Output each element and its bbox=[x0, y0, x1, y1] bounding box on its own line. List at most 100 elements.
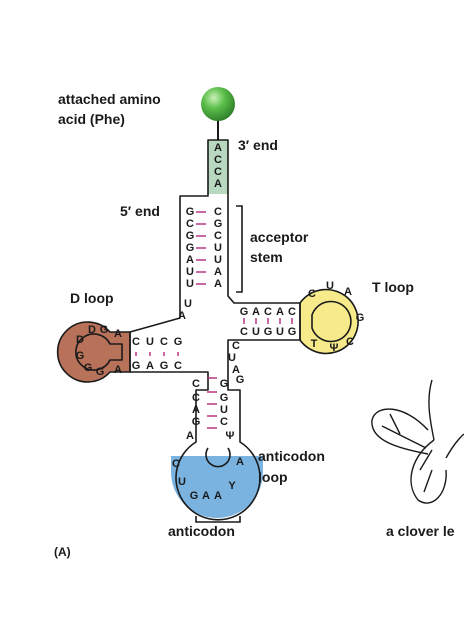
amino-acid-label-line2: acid (Phe) bbox=[58, 111, 125, 127]
amino-acid-ball bbox=[201, 87, 235, 121]
nucleotide-linker-left-1: A bbox=[178, 310, 186, 322]
nucleotide-anticodon-loop-6: A bbox=[236, 456, 244, 468]
t-stem-pairs bbox=[243, 318, 293, 324]
nucleotide-acceptor-right-0: C bbox=[214, 206, 222, 218]
nucleotide-acceptor-right-6: A bbox=[214, 278, 222, 290]
nucleotide-acceptor-left-6: U bbox=[186, 278, 194, 290]
nucleotide-acceptor-left-4: A bbox=[186, 254, 194, 266]
anticodon-loop-inner-outline bbox=[205, 447, 231, 468]
nucleotide-anticodon-loop-1: U bbox=[178, 476, 186, 488]
nucleotide-d-stem-bottom-3: C bbox=[174, 360, 182, 372]
nucleotide-t-stem-top-2: C bbox=[264, 306, 272, 318]
nucleotide-d-loop-0: A bbox=[114, 328, 122, 340]
nucleotide-t-loop-3: G bbox=[356, 312, 365, 324]
nucleotide-anticodon-stem-left-3: G bbox=[192, 416, 201, 428]
nucleotide-t-loop-1: U bbox=[326, 280, 334, 292]
nucleotide-acceptor-3prime-tail-2: C bbox=[214, 166, 222, 178]
anticodon-bracket bbox=[195, 516, 241, 523]
nucleotide-acceptor-left-2: G bbox=[186, 230, 195, 242]
t-loop-label: T loop bbox=[372, 279, 414, 295]
nucleotide-acceptor-left-5: U bbox=[186, 266, 194, 278]
nucleotide-d-loop-6: G bbox=[96, 366, 105, 378]
acceptor-stem-label-line2: stem bbox=[250, 249, 283, 265]
nucleotide-t-stem-bottom-2: G bbox=[264, 326, 273, 338]
nucleotide-acceptor-3prime-tail-1: C bbox=[214, 154, 222, 166]
nucleotide-t-loop-0: C bbox=[308, 288, 316, 300]
anticodon-label: anticodon bbox=[168, 523, 235, 539]
nucleotide-d-stem-top-2: C bbox=[160, 336, 168, 348]
nucleotide-d-stem-top-0: C bbox=[132, 336, 140, 348]
d-loop-fill bbox=[56, 321, 131, 383]
trna-backbone-outline bbox=[129, 139, 301, 521]
nucleotide-anticodon-stem-right-2: U bbox=[220, 404, 228, 416]
nucleotide-d-stem-top-3: G bbox=[174, 336, 183, 348]
amino-acid-label-line1: attached amino bbox=[58, 91, 161, 107]
acceptor-stem-pairs bbox=[196, 211, 206, 285]
five-prime-end-label: 5′ end bbox=[120, 203, 160, 219]
nucleotide-acceptor-right-3: U bbox=[214, 242, 222, 254]
anticodon-loop-label-line1: anticodon bbox=[258, 448, 325, 464]
anticodon-loop-fill bbox=[171, 456, 263, 518]
nucleotide-variable-region-3: G bbox=[236, 374, 245, 386]
anticodon-loop-label-line2: loop bbox=[258, 469, 288, 485]
nucleotide-t-stem-top-1: A bbox=[252, 306, 260, 318]
nucleotide-d-stem-bottom-0: G bbox=[132, 360, 141, 372]
nucleotide-anticodon-stem-left-2: A bbox=[192, 404, 200, 416]
nucleotide-d-stem-bottom-2: G bbox=[160, 360, 169, 372]
nucleotide-t-loop-6: T bbox=[311, 338, 318, 350]
t-loop-inner-outline bbox=[311, 300, 352, 343]
anticodon-stem-pairs bbox=[207, 377, 217, 429]
nucleotide-anticodon-loop-4: A bbox=[214, 490, 222, 502]
nucleotide-variable-region-2: A bbox=[232, 364, 240, 376]
nucleotide-t-loop-4: C bbox=[346, 336, 354, 348]
nucleotide-t-stem-top-4: C bbox=[288, 306, 296, 318]
nucleotide-anticodon-stem-right-1: G bbox=[220, 392, 229, 404]
nucleotide-anticodon-loop-2: G bbox=[190, 490, 199, 502]
nucleotide-acceptor-right-5: A bbox=[214, 266, 222, 278]
nucleotide-d-stem-bottom-1: A bbox=[146, 360, 154, 372]
nucleotide-d-loop-5: G bbox=[84, 362, 93, 374]
nucleotide-linker-left-0: U bbox=[184, 298, 192, 310]
nucleotide-d-loop-3: D bbox=[76, 334, 84, 346]
panel-label: (A) bbox=[54, 545, 71, 559]
nucleotide-anticodon-loop-0: C bbox=[172, 458, 180, 470]
nucleotide-acceptor-right-4: U bbox=[214, 254, 222, 266]
nucleotide-anticodon-stem-left-0: C bbox=[192, 378, 200, 390]
nucleotide-t-stem-bottom-4: G bbox=[288, 326, 297, 338]
three-prime-end-label: 3′ end bbox=[238, 137, 278, 153]
nucleotide-anticodon-stem-right-0: G bbox=[220, 378, 229, 390]
nucleotide-variable-region-1: U bbox=[228, 352, 236, 364]
nucleotide-t-stem-bottom-1: U bbox=[252, 326, 260, 338]
nucleotide-acceptor-right-2: C bbox=[214, 230, 222, 242]
nucleotide-anticodon-stem-right-3: C bbox=[220, 416, 228, 428]
nucleotide-variable-region-0: C bbox=[232, 340, 240, 352]
nucleotide-anticodon-loop-5: Y bbox=[228, 480, 236, 492]
nucleotide-t-stem-top-0: G bbox=[240, 306, 249, 318]
nucleotide-t-stem-top-3: A bbox=[276, 306, 284, 318]
nucleotide-t-loop-2: A bbox=[344, 286, 352, 298]
d-loop-label: D loop bbox=[70, 290, 114, 306]
d-loop-inner-outline bbox=[75, 333, 123, 371]
nucleotide-anticodon-stem-left-1: C bbox=[192, 392, 200, 404]
nucleotide-d-loop-1: G bbox=[100, 324, 109, 336]
nucleotide-t-stem-bottom-0: C bbox=[240, 326, 248, 338]
nucleotide-d-loop-7: A bbox=[114, 364, 122, 376]
nucleotide-acceptor-3prime-tail-3: A bbox=[214, 178, 222, 190]
acceptor-stem-label-line1: acceptor bbox=[250, 229, 309, 245]
nucleotide-t-loop-5: Ψ bbox=[330, 342, 339, 354]
nucleotide-acceptor-left-3: G bbox=[186, 242, 195, 254]
nucleotide-d-loop-4: G bbox=[76, 350, 85, 362]
nucleotide-d-loop-2: D bbox=[88, 324, 96, 336]
acceptor-stem-bracket bbox=[236, 205, 243, 293]
d-stem-pairs bbox=[135, 352, 179, 356]
clover-leaf-illustration bbox=[371, 379, 464, 504]
nucleotide-acceptor-left-0: G bbox=[186, 206, 195, 218]
clover-label: a clover le bbox=[386, 523, 455, 539]
nucleotide-anticodon-stem-right-4: Ψ bbox=[226, 430, 235, 442]
nucleotide-acceptor-right-1: G bbox=[214, 218, 223, 230]
nucleotide-acceptor-3prime-tail-0: A bbox=[214, 142, 222, 154]
nucleotide-anticodon-loop-3: A bbox=[202, 490, 210, 502]
nucleotide-d-stem-top-1: U bbox=[146, 336, 154, 348]
